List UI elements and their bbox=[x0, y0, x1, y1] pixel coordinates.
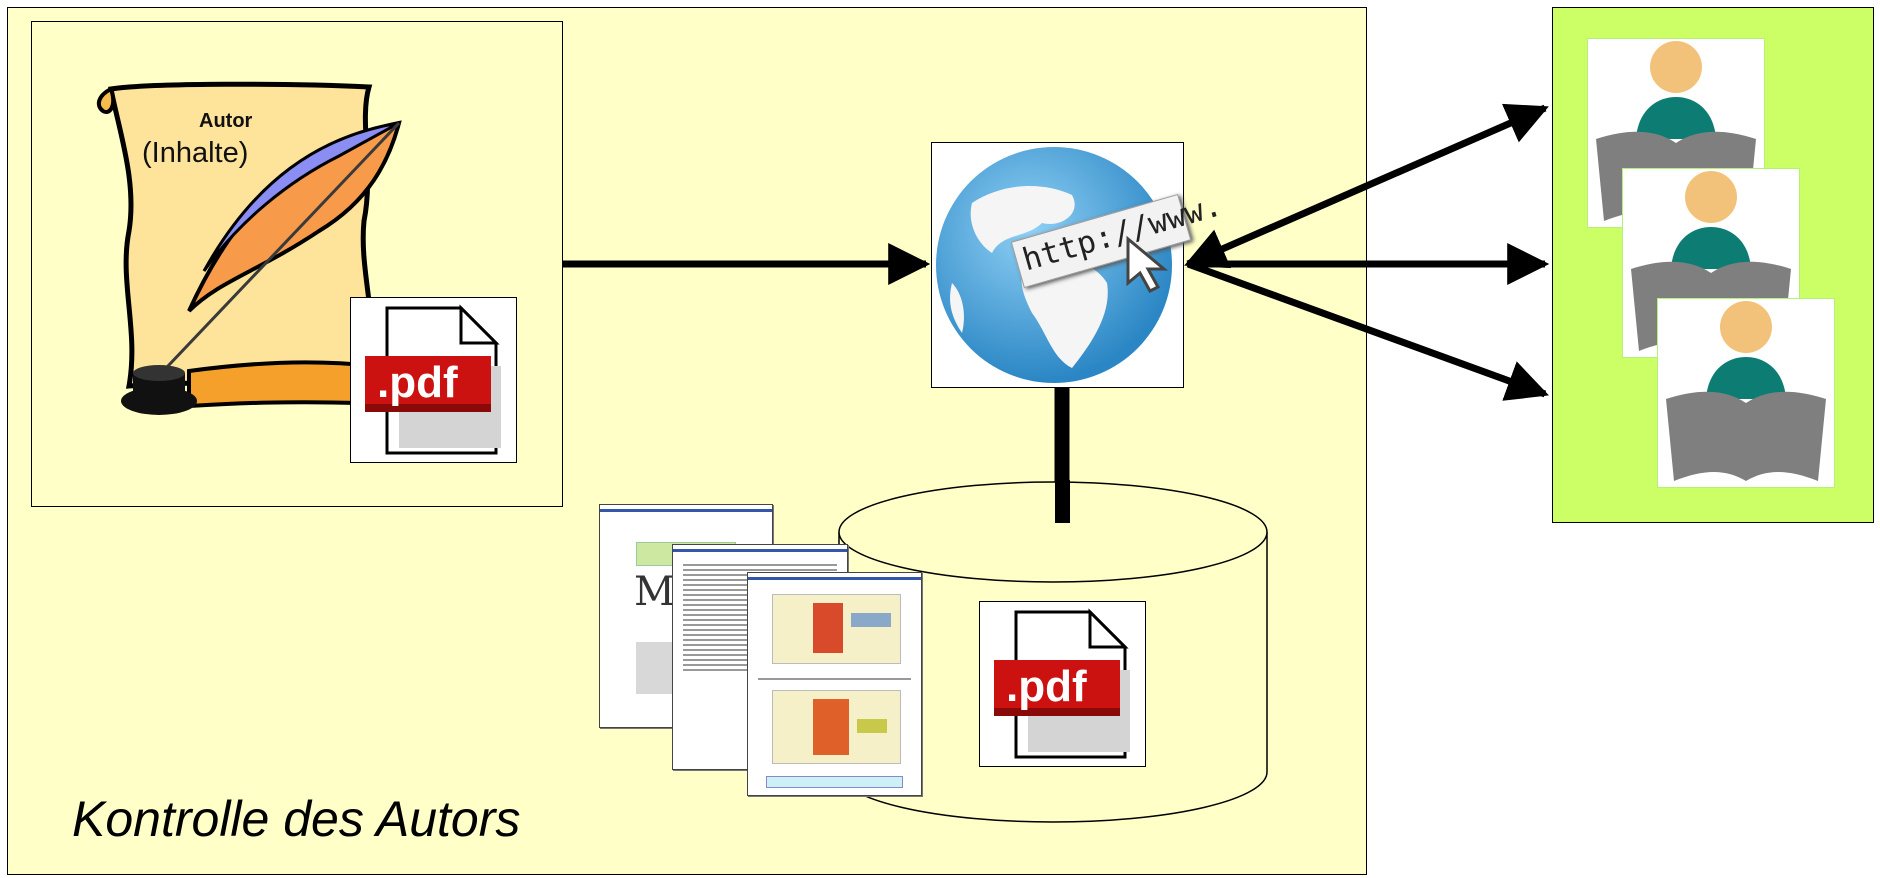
database-pdf-box: .pdf bbox=[979, 601, 1146, 767]
pdf-icon bbox=[994, 608, 1130, 759]
author-scroll-illustration bbox=[96, 81, 402, 415]
pdf-icon bbox=[365, 304, 501, 455]
web-globe-box: http://www. bbox=[931, 142, 1226, 388]
author-scroll-subtitle: (Inhalte) bbox=[142, 137, 249, 169]
web-to-reader-1-arrow bbox=[1184, 103, 1549, 269]
author-scroll-title: Autor bbox=[199, 110, 253, 132]
author-pdf-box: .pdf bbox=[350, 297, 517, 463]
reader-person-icon bbox=[1666, 301, 1826, 481]
cursor-arrow-icon bbox=[1126, 235, 1169, 293]
reader-card bbox=[1657, 298, 1835, 488]
document-page-thumbnail bbox=[747, 572, 922, 796]
pdf-label: .pdf bbox=[1006, 662, 1087, 711]
web-to-reader-3-arrow bbox=[1186, 260, 1549, 401]
pdf-label: .pdf bbox=[377, 358, 458, 407]
author-control-caption: Kontrolle des Autors bbox=[72, 791, 521, 847]
